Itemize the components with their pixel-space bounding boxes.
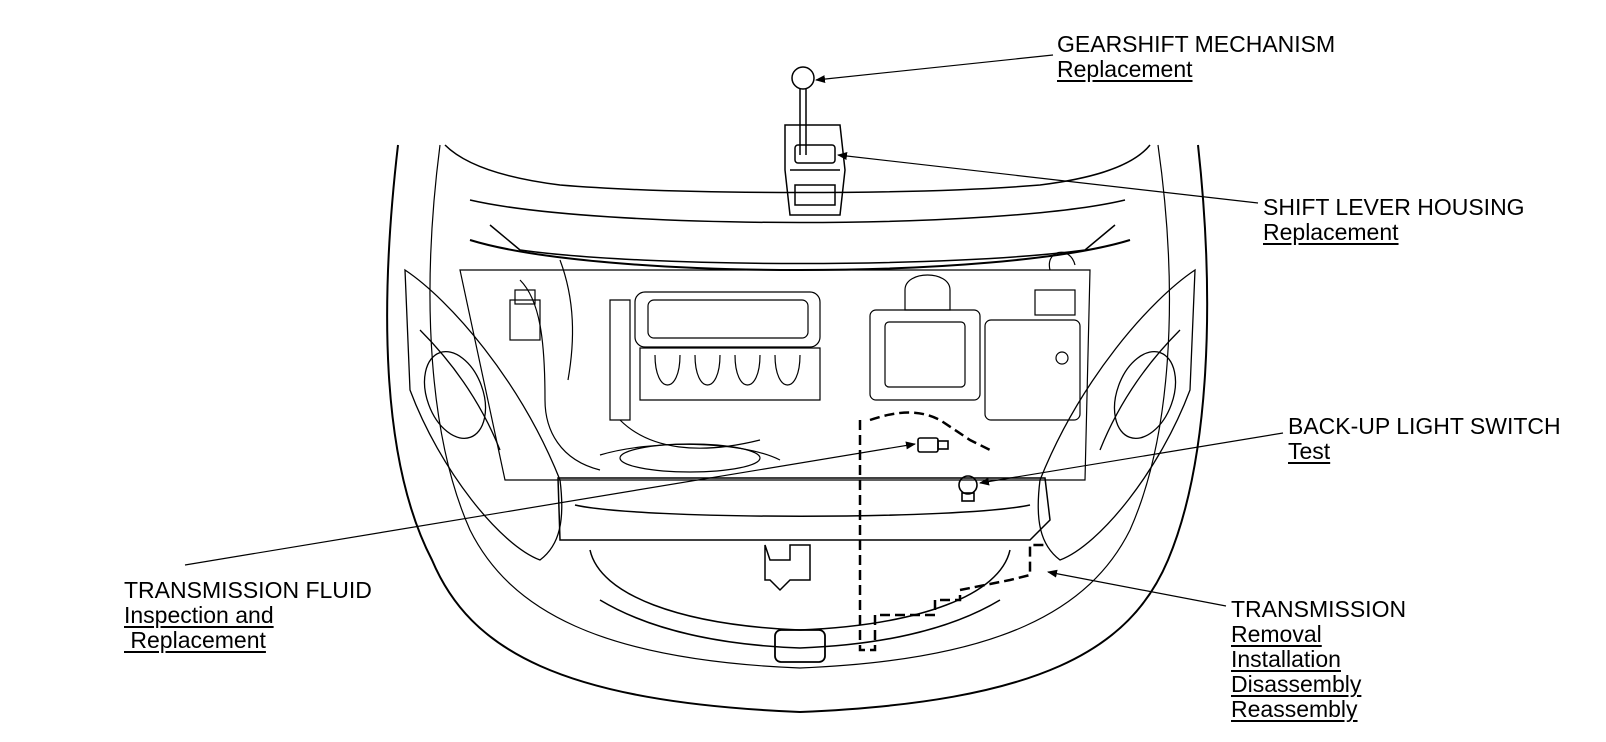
leader-lines — [184, 54, 1284, 607]
callout-title: SHIFT LEVER HOUSING — [1263, 194, 1525, 220]
callout-shift-lever-housing: SHIFT LEVER HOUSING Replacement — [1263, 195, 1525, 245]
transmission-reassembly-link[interactable]: Reassembly — [1231, 696, 1358, 722]
callout-gearshift-mechanism: GEARSHIFT MECHANISM Replacement — [1057, 32, 1335, 82]
gearshift-replacement-link[interactable]: Replacement — [1057, 56, 1193, 82]
leader-fluid — [184, 441, 916, 566]
transmission-disassembly-link[interactable]: Disassembly — [1231, 671, 1362, 697]
transmission-installation-link[interactable]: Installation — [1231, 646, 1341, 672]
callout-title: BACK-UP LIGHT SWITCH — [1288, 413, 1561, 439]
front-bumper — [557, 477, 1051, 649]
callout-transmission: TRANSMISSION Removal Installation Disass… — [1231, 597, 1406, 722]
callout-title: GEARSHIFT MECHANISM — [1057, 31, 1336, 57]
battery-airbox — [869, 251, 1081, 421]
engine-bay — [459, 259, 1091, 481]
transmission-outline — [858, 411, 1045, 652]
hood-windshield — [444, 144, 1151, 271]
headlight-right — [1037, 268, 1196, 561]
transmission-removal-link[interactable]: Removal — [1231, 621, 1322, 647]
leader-shift-lever — [837, 152, 1259, 204]
backup-light-test-link[interactable]: Test — [1288, 438, 1331, 464]
callout-transmission-fluid: TRANSMISSION FLUID Inspection and Replac… — [124, 578, 372, 653]
shift-lever-replacement-link[interactable]: Replacement — [1263, 219, 1399, 245]
fluid-inspection-link[interactable]: Inspection and — [124, 602, 274, 628]
grille-emblem — [774, 629, 826, 663]
engine-block — [599, 291, 821, 473]
callout-title: TRANSMISSION FLUID — [124, 577, 372, 603]
leader-transmission — [1047, 569, 1227, 607]
leader-gearshift — [815, 54, 1054, 84]
gearshift-mechanism — [784, 66, 846, 216]
car-body — [386, 144, 1209, 714]
headlight-left — [404, 268, 563, 561]
callout-backup-light-switch: BACK-UP LIGHT SWITCH Test — [1288, 414, 1561, 464]
fluid-plug — [917, 437, 949, 453]
callout-title: TRANSMISSION — [1231, 596, 1407, 622]
fluid-replacement-link[interactable]: Replacement — [124, 627, 266, 653]
backup-light-switch — [958, 475, 978, 502]
leader-backup-light — [979, 432, 1284, 486]
